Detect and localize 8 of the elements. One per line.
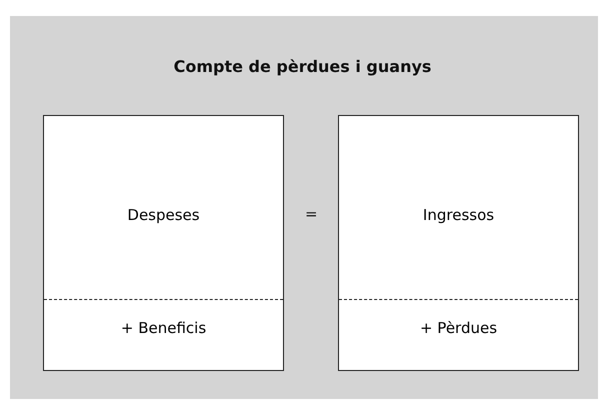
account-box <box>338 115 579 371</box>
account-label: Ingressos <box>422 206 496 224</box>
title: Compte de pèrdues i guanys <box>172 57 432 76</box>
account-box <box>43 115 284 371</box>
account-label: Despeses <box>126 206 201 224</box>
equals-sign: = <box>305 205 318 223</box>
adjustment-label: + Pèrdues <box>418 319 498 337</box>
adjustment-label: + Beneficis <box>120 319 208 337</box>
